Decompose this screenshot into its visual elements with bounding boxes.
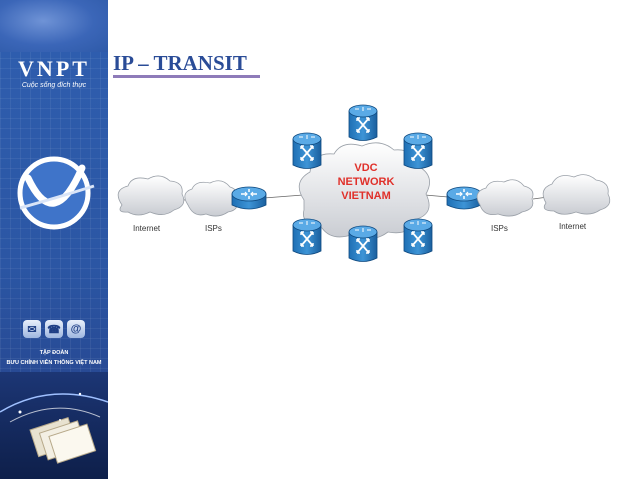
slide-title: IP – TRANSIT — [113, 51, 247, 75]
sidebar-scene-image — [0, 372, 108, 479]
at-sign-icon: @ — [67, 320, 85, 338]
core-label-line: VDC — [354, 162, 378, 174]
contact-icons: ✉ ☎ @ — [0, 320, 108, 338]
group-name: BƯU CHÍNH VIỄN THÔNG VIỆT NAM — [6, 360, 102, 366]
core-network-label: VDC NETWORK VIETNAM — [318, 161, 414, 203]
brand-name: VNPT — [18, 56, 90, 81]
cloud-internet-left — [117, 175, 185, 216]
core-label-line: NETWORK — [337, 176, 395, 188]
brand-sidebar: VNPT Cuộc sống đích thực ✉ ☎ @ TẬP ĐOÀN … — [0, 0, 108, 479]
group-label: TẬP ĐOÀN — [39, 350, 69, 356]
label-isps-right: ISPs — [491, 224, 508, 233]
cloud-isps-right — [476, 179, 534, 217]
cloud-internet-right — [542, 174, 611, 215]
sidebar-header-image — [0, 0, 108, 52]
phone-icon: ☎ — [45, 320, 63, 338]
core-label-line: VIETNAM — [341, 190, 391, 202]
title-underline — [113, 75, 260, 78]
brand-slogan: Cuộc sống đích thực — [21, 82, 87, 89]
label-internet-left: Internet — [133, 224, 161, 233]
envelope-icon: ✉ — [23, 320, 41, 338]
vnpt-logo-icon — [17, 156, 95, 230]
label-internet-right: Internet — [559, 222, 587, 231]
cloud-isps-left — [184, 180, 238, 217]
label-isps-left: ISPs — [205, 224, 222, 233]
cloud-vdc-core — [298, 142, 430, 239]
